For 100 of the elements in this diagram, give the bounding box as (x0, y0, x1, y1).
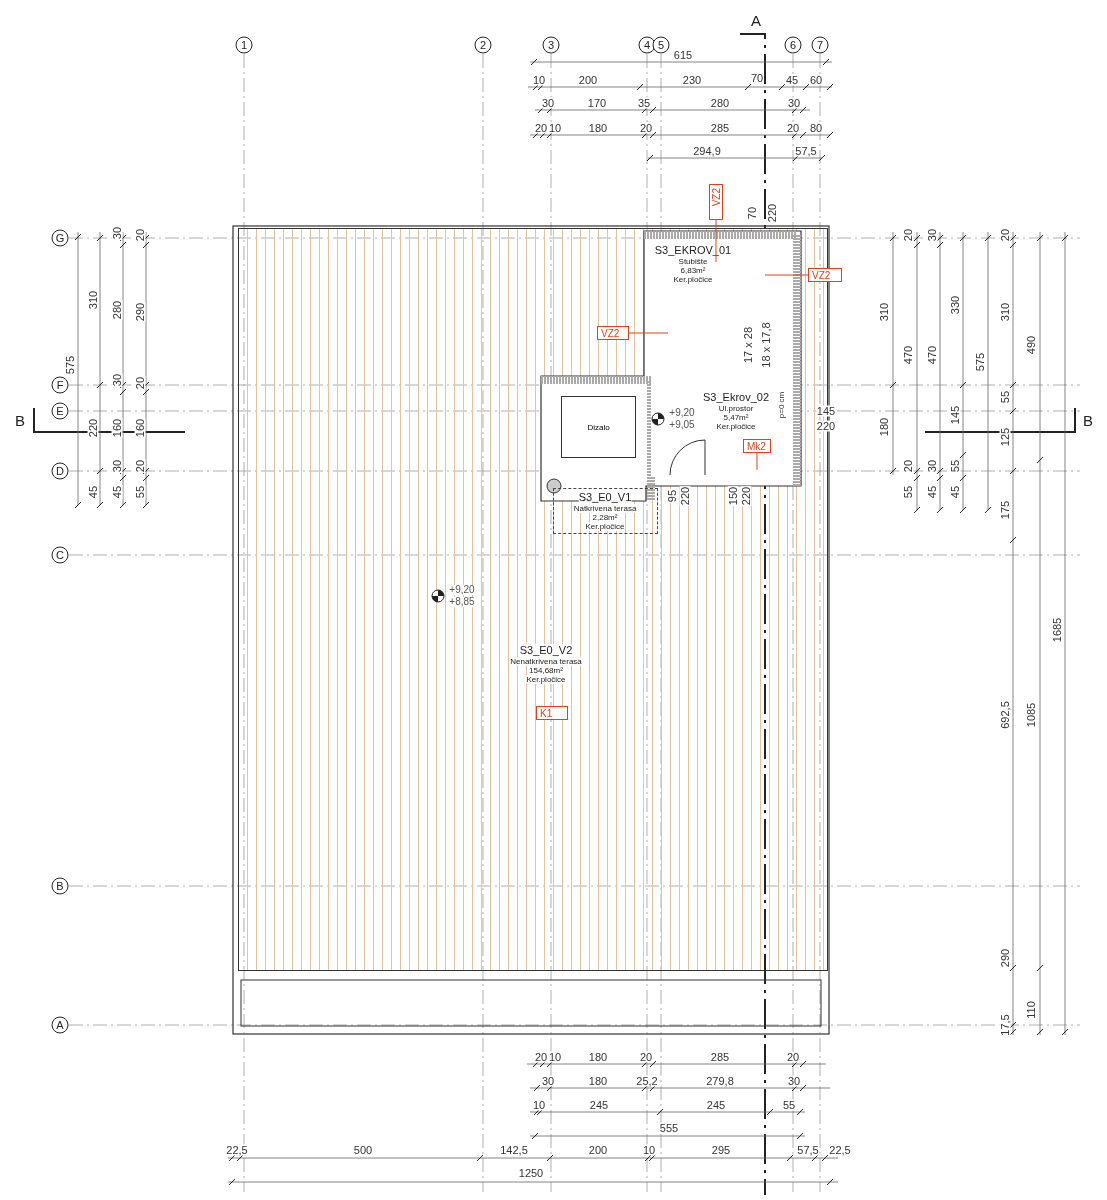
dimension-label: 575 (974, 351, 986, 373)
dimension-label: 220 (815, 420, 837, 432)
dimension-label: 57,5 (796, 1144, 820, 1156)
grid-bubble: D (51, 462, 69, 480)
dimension-label: 70 (746, 205, 758, 221)
room-name: Nenatkrivena terasa (510, 656, 582, 666)
dimension-label: 170 (586, 97, 608, 109)
dimension-label: 290 (134, 301, 146, 323)
grid-bubble: B (51, 877, 69, 895)
dimension-label: 45 (784, 74, 800, 86)
room-code: S3_E0_V1 (578, 491, 632, 504)
tag-box: K1 (536, 706, 568, 720)
tag-box: VZ2 (808, 268, 842, 282)
dimension-label: 285 (709, 1051, 731, 1063)
dimension-label: 30 (926, 227, 938, 243)
floor-finish: Ker.pločice (716, 422, 756, 432)
dimension-label: 55 (902, 484, 914, 500)
dimension-label: 22,5 (225, 1144, 249, 1156)
dimension-label: 20 (638, 122, 654, 134)
dimension-label: 10 (547, 122, 563, 134)
dimension-label: 30 (786, 97, 802, 109)
dimension-label: 230 (681, 74, 703, 86)
room-area: 2,28m² (592, 512, 618, 522)
dimension-label: 330 (949, 294, 961, 316)
floor-finish: Ker.pločice (673, 275, 713, 285)
dimension-label: 220 (679, 485, 691, 507)
dimension-label: 175 (999, 499, 1011, 521)
dimension-label: 692,5 (999, 700, 1011, 730)
dimension-label: 20 (533, 1051, 549, 1063)
dimension-label: 70 (749, 72, 765, 84)
dimension-label: 245 (705, 1099, 727, 1111)
grid-bubble: F (51, 376, 69, 394)
dimension-label: 20 (134, 375, 146, 391)
dimension-label: 22,5 (828, 1144, 852, 1156)
dimension-label: 45 (949, 484, 961, 500)
dimension-label: 160 (134, 417, 146, 439)
dimension-label: 60 (808, 74, 824, 86)
dimension-label: 57,5 (794, 145, 818, 157)
dimension-label: 615 (672, 49, 694, 61)
dimension-label: 310 (87, 289, 99, 311)
dimension-label: 80 (808, 122, 824, 134)
room-name: Natkrivena terasa (573, 503, 637, 513)
dimension-label: 20 (902, 227, 914, 243)
dimension-label: 10 (641, 1144, 657, 1156)
dimension-label: p=0 cm (778, 390, 786, 420)
dimension-label: 490 (1025, 334, 1037, 356)
grid-bubble: 5 (652, 36, 670, 54)
grid-bubble: 7 (811, 36, 829, 54)
room-area: 154,68m² (529, 665, 563, 675)
dimension-label: 45 (926, 484, 938, 500)
dimension-label: 95 (666, 488, 678, 504)
dimension-label: 280 (111, 299, 123, 321)
room-name: Ul.prostor (718, 403, 754, 413)
dimension-label: 17,5 (999, 1013, 1011, 1037)
floor-finish: Ker.pločice (585, 522, 625, 532)
dimension-label: 1085 (1025, 701, 1037, 729)
room-code: S3_E0_V2 (519, 644, 573, 657)
dimension-label: 45 (111, 484, 123, 500)
dimension-label: 20 (134, 227, 146, 243)
dimension-label: 1685 (1051, 616, 1063, 644)
dimension-label: 142,5 (499, 1144, 529, 1156)
dimension-label: 180 (878, 416, 890, 438)
level-label: +9,20 (448, 585, 476, 595)
room-area: 5,47m² (723, 412, 749, 422)
dimension-label: 145 (949, 404, 961, 426)
dimension-label: 20 (902, 458, 914, 474)
dimension-label: 30 (111, 372, 123, 388)
room-area: 6,83m² (680, 265, 706, 275)
dimension-label: 18 x 17,8 (760, 321, 772, 369)
dimension-label: 200 (587, 1144, 609, 1156)
dimension-label: 279,8 (705, 1075, 735, 1087)
dimension-label: 180 (587, 1075, 609, 1087)
dimension-label: 30 (926, 458, 938, 474)
grid-bubble: 4 (638, 36, 656, 54)
dimension-label: 180 (587, 122, 609, 134)
dimension-label: 35 (636, 97, 652, 109)
dimension-label: 17 x 28 (742, 325, 754, 365)
dimension-label: 285 (709, 122, 731, 134)
dimension-label: 20 (533, 122, 549, 134)
dimension-label: 470 (926, 344, 938, 366)
dimension-label: 20 (785, 1051, 801, 1063)
dimension-label: 10 (531, 74, 547, 86)
grid-bubble: 6 (784, 36, 802, 54)
grid-bubble: 3 (542, 36, 560, 54)
grid-bubble: C (51, 546, 69, 564)
tag-box: VZ2 (597, 326, 629, 340)
covered-terrace-area (553, 488, 658, 534)
dimension-label: 30 (111, 225, 123, 241)
dimension-label: 500 (352, 1144, 374, 1156)
leader-line (756, 452, 758, 471)
leader-line (715, 219, 717, 263)
dimension-label: 290 (999, 947, 1011, 969)
leader-line (764, 274, 809, 276)
dimension-label: 30 (786, 1075, 802, 1087)
dimension-label: 294,9 (692, 145, 722, 157)
dimension-label: 20 (134, 458, 146, 474)
dimension-label: 220 (87, 417, 99, 439)
grid-bubble: 1 (235, 36, 253, 54)
dimension-label: 55 (999, 389, 1011, 405)
dimension-label: 110 (1025, 1000, 1037, 1020)
